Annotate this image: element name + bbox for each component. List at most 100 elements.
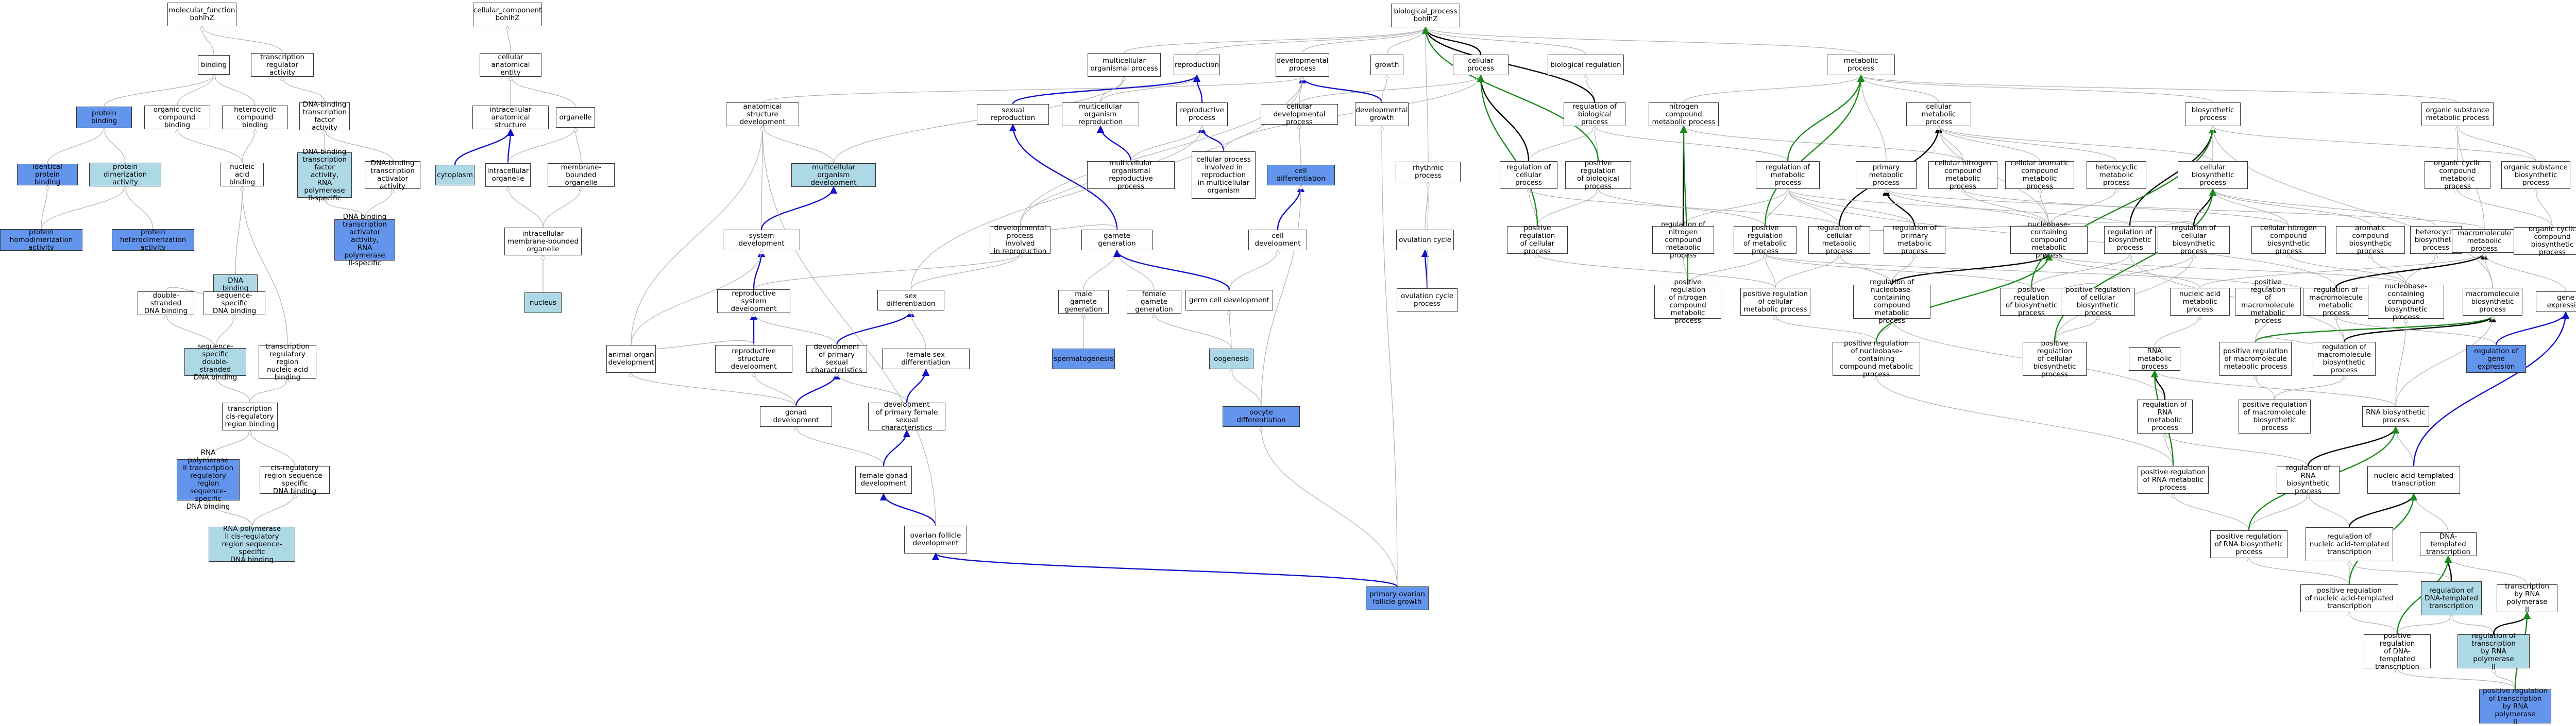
edge-regnbcmp-to-regpmp — [1891, 254, 1914, 285]
go-term-node: regulation of cellular biosynthetic proc… — [2158, 224, 2230, 255]
edge-devgrowth-to-devproc — [1298, 76, 1383, 103]
edge-cellproc-to-bp — [1421, 26, 1482, 55]
go-term-node: sequence-specific DNA binding — [204, 291, 265, 315]
go-term-node: nucleobase-containing compound biosynthe… — [2368, 282, 2444, 321]
go-term-node: DNA-binding transcription factor activit… — [299, 101, 350, 132]
edge-posregnatt-to-posregrnabp — [2249, 558, 2350, 585]
go-term-node: heterocyclic compound binding — [222, 106, 288, 129]
edge-posregmp-to-metab — [1764, 74, 1865, 227]
go-term-node: cellular process involved in reproductio… — [1192, 151, 1256, 199]
edge-rsd-to-sysdev — [753, 249, 766, 290]
go-term-node: regulation of primary metabolic process — [1884, 224, 1945, 255]
edge-regncmp-to-regmp — [1683, 189, 1788, 227]
edge-iorg-to-ias — [506, 128, 515, 164]
edge-regdtt-to-regnatt — [2349, 561, 2452, 582]
edge-regcmp-to-regcp — [1529, 189, 1840, 227]
edge-pofg-to-ofd — [932, 552, 1398, 587]
go-term-node: oocyte differentiation — [1223, 406, 1300, 427]
edge-biosyn-to-metab — [1861, 75, 2213, 103]
edge-imbo-to-iorg — [508, 187, 544, 228]
edge-cpir-to-reproproc — [1198, 125, 1225, 152]
go-term-node: regulation of biological process — [1564, 102, 1625, 126]
go-term-node: developmental process — [1276, 53, 1329, 77]
edge-regpmp-to-regmp — [1788, 189, 1915, 227]
go-term-node: macromolecule biosynthetic process — [2463, 288, 2522, 316]
edge-dbtaa-to-dbtfa — [325, 130, 393, 162]
edge-mmp-to-pmp — [1886, 189, 2485, 230]
edge-fgd-to-dpfsc — [883, 429, 911, 466]
go-term-node: positive regulation of biological proces… — [1565, 160, 1631, 191]
go-term-node: multicellular organismal reproductive pr… — [1087, 160, 1175, 191]
edge-nbcmp-to-pmp — [1886, 189, 2049, 227]
go-term-node: positive regulation of RNA metabolic pro… — [2138, 466, 2209, 494]
edge-nbcbp-to-acbp — [2370, 254, 2406, 285]
go-term-node: identical protein binding — [17, 163, 78, 186]
edge-cisreg-to-tcrrb — [250, 430, 295, 466]
edge-posregtbrnap2-to-posregdtt — [2397, 668, 2516, 690]
go-term-node: gonad development — [760, 406, 832, 427]
edge-cnbp-to-cbp — [2213, 189, 2289, 227]
edge-regbiosyn-to-regmp — [1788, 189, 2130, 227]
go-term-node: nucleic acid binding — [221, 163, 264, 186]
go-term-node: system development — [723, 230, 800, 250]
edge-mor-to-repro — [1100, 75, 1197, 103]
edge-posregnbcmp-to-posregcmp — [1775, 316, 1877, 342]
edge-mop-to-bp — [1124, 27, 1426, 54]
edge-organelle-to-cae — [511, 77, 576, 108]
edge-homodimer-to-identprot — [41, 185, 47, 230]
go-term-node: intracellular organelle — [485, 163, 531, 187]
edge-trrna-to-nabind — [242, 186, 288, 345]
go-term-node: positive regulation of macromolecule met… — [2235, 279, 2301, 325]
go-term-node: development of primary female sexual cha… — [868, 401, 945, 432]
go-term-node: germ cell development — [1185, 290, 1273, 310]
edge-devgrowth-to-growth — [1381, 75, 1387, 103]
go-term-node: developmental process involved in reprod… — [990, 224, 1050, 255]
edge-posregnbcmp-to-nbcmp — [1875, 253, 2053, 342]
go-term-node: regulation of cellular process — [1500, 161, 1557, 189]
edge-namp-to-mmp — [2199, 253, 2484, 288]
go-term-node: female gonad development — [855, 466, 912, 494]
go-term-node: regulation of nucleic acid-templated tra… — [2306, 527, 2393, 561]
edge-bioreg-to-bp — [1426, 27, 1586, 55]
go-term-node: positive regulation of cellular biosynth… — [2061, 286, 2135, 317]
go-term-node: positive regulation of RNA biosynthetic … — [2210, 530, 2287, 558]
go-term-node: RNA metabolic process — [2129, 347, 2180, 371]
edge-rnabp-to-nbcbp — [2395, 319, 2406, 407]
go-term-node: regulation of cellular metabolic process — [1808, 224, 1870, 255]
go-term-node: ovulation cycle — [1396, 230, 1454, 250]
edge-rnabp-to-mbp — [2395, 316, 2493, 407]
edge-posregbp-to-bp — [1421, 26, 1599, 162]
edge-ssdsdna-to-ssdna — [215, 315, 234, 349]
go-term-node: transcription regulator activity — [251, 53, 314, 77]
edge-protdimer-to-protbind — [104, 128, 126, 163]
edge-iorg-to-organelle — [507, 128, 575, 164]
go-term-node: regulation of biosynthetic process — [2104, 226, 2156, 254]
go-term-node: organic substance metabolic process — [2421, 102, 2494, 126]
edge-reproproc-to-repro — [1193, 74, 1203, 103]
edge-posregmp-to-regmp — [1765, 189, 1788, 227]
edge-reggeneexp-to-geneexp — [2495, 311, 2570, 345]
edge-regtbrnap2-to-tbrnap2 — [2493, 611, 2531, 635]
edge-occbp-to-osbp — [2536, 189, 2553, 228]
go-term-node: organic cyclic compound metabolic proces… — [2425, 160, 2490, 191]
edge-sexrep-to-repro — [1012, 74, 1201, 105]
go-term-node: RNA biosynthetic process — [2362, 406, 2429, 427]
edge-posregbiosyn-to-biosyn — [2030, 125, 2217, 288]
edge-oogen-to-gcd — [1229, 310, 1232, 349]
go-term-node: nucleobase-containing compound metabolic… — [2010, 220, 2088, 259]
edge-posregncmp-to-posregmp — [1687, 254, 1765, 285]
go-term-node: ovarian follicle development — [904, 526, 967, 554]
edge-posregrnabp-to-posregrnamp — [2173, 494, 2249, 531]
edge-oocytediff-to-celldiff — [1261, 185, 1301, 407]
go-term-node: rhythmic process — [1396, 162, 1461, 182]
go-term-node: regulation of transcription by RNA polym… — [2458, 632, 2530, 670]
go-term-node: reproductive structure development — [715, 345, 792, 373]
edge-sysdev-to-mod — [760, 186, 838, 230]
edge-dpfsc-to-fsd — [906, 368, 930, 403]
go-term-node: RNA polymerase II transcription regulato… — [177, 449, 240, 511]
go-term-node: reproductive system development — [717, 289, 790, 313]
edge-dpsc-to-sexdiff — [836, 309, 915, 345]
edge-regbiosyn-to-biosyn — [2129, 125, 2217, 227]
